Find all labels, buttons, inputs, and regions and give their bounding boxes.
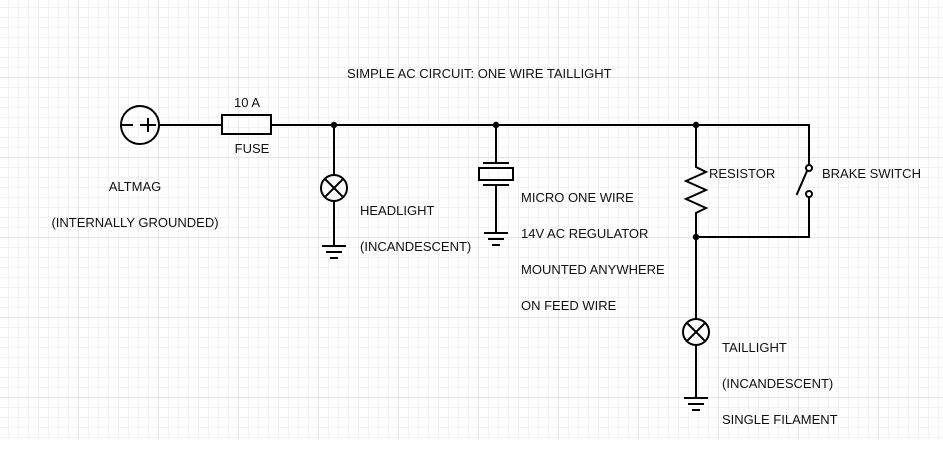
fuse-label: FUSE bbox=[234, 141, 270, 156]
resistor-label: RESISTOR bbox=[709, 166, 776, 181]
schematic-canvas: SIMPLE AC CIRCUIT: ONE WIRE TAILLIGHT AL… bbox=[0, 0, 943, 439]
ground-icon bbox=[322, 245, 346, 259]
taillight-line3: SINGLE FILAMENT bbox=[722, 412, 838, 427]
resistor-icon bbox=[683, 161, 709, 219]
regulator-line3: MOUNTED ANYWHERE bbox=[521, 262, 665, 277]
ground-icon bbox=[684, 397, 708, 411]
junction-dot bbox=[692, 233, 700, 241]
junction-dot bbox=[692, 121, 700, 129]
lamp-icon bbox=[682, 318, 710, 346]
regulator-line4: ON FEED WIRE bbox=[521, 298, 617, 313]
fuse-icon bbox=[221, 114, 272, 135]
junction-dot bbox=[492, 121, 500, 129]
switch-icon bbox=[795, 164, 813, 198]
lamp-icon bbox=[320, 174, 348, 202]
regulator-label: MICRO ONE WIRE 14V AC REGULATOR MOUNTED … bbox=[521, 168, 665, 336]
junction-dots bbox=[330, 121, 700, 241]
altmag-note: (INTERNALLY GROUNDED) bbox=[51, 215, 219, 230]
circuit-drawing bbox=[120, 105, 813, 411]
taillight-line1: TAILLIGHT bbox=[722, 340, 787, 355]
diagram-title: SIMPLE AC CIRCUIT: ONE WIRE TAILLIGHT bbox=[347, 66, 612, 81]
headlight-line2: (INCANDESCENT) bbox=[360, 239, 472, 254]
headlight-line1: HEADLIGHT bbox=[360, 203, 435, 218]
fuse-rating: 10 A bbox=[233, 95, 261, 110]
altmag-name: ALTMAG bbox=[108, 179, 162, 194]
altmag-label: ALTMAG (INTERNALLY GROUNDED) bbox=[40, 157, 230, 253]
taillight-line2: (INCANDESCENT) bbox=[722, 376, 834, 391]
ac-source-icon bbox=[120, 105, 160, 145]
junction-dot bbox=[330, 121, 338, 129]
brake-switch-label: BRAKE SWITCH bbox=[822, 166, 921, 181]
regulator-line2: 14V AC REGULATOR bbox=[521, 226, 649, 241]
ground-icon bbox=[484, 232, 508, 246]
crystal-icon bbox=[478, 162, 514, 186]
taillight-label: TAILLIGHT (INCANDESCENT) SINGLE FILAMENT bbox=[722, 318, 838, 450]
headlight-label: HEADLIGHT (INCANDESCENT) bbox=[360, 181, 471, 277]
regulator-line1: MICRO ONE WIRE bbox=[521, 190, 634, 205]
